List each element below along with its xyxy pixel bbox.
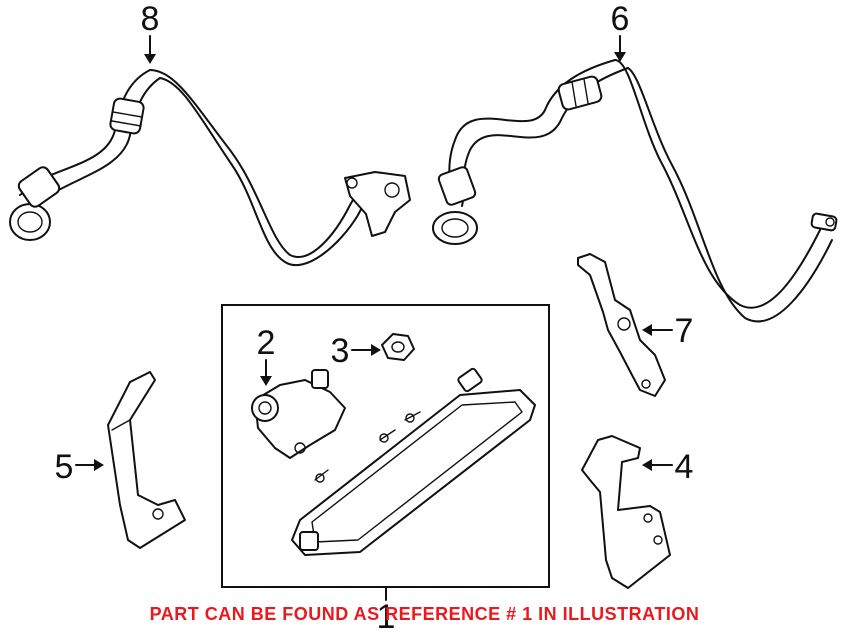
callout-7: 7 <box>642 312 693 350</box>
hose-8-clamp <box>109 97 145 135</box>
callout-number-6: 6 <box>611 0 630 38</box>
hose-6-clamp <box>557 75 603 111</box>
nut-part-3 <box>381 333 415 361</box>
reference-box <box>221 304 550 588</box>
callout-number-1: 1 <box>377 598 396 633</box>
bracket-part-7 <box>577 253 666 397</box>
callout-1: 1 <box>377 587 396 633</box>
callout-2: 2 <box>257 324 276 386</box>
callout-5: 5 <box>55 448 104 486</box>
callout-4: 4 <box>642 448 693 486</box>
hose-8-connector-left <box>9 166 61 241</box>
callout-number-2: 2 <box>257 324 276 362</box>
bracket-part-5 <box>107 371 186 549</box>
bracket-part-4 <box>581 435 671 589</box>
callout-number-7: 7 <box>675 312 694 350</box>
reference-notice: PART CAN BE FOUND AS REFERENCE # 1 IN IL… <box>149 604 700 624</box>
hose-6-end-fitting <box>810 212 838 232</box>
callout-number-4: 4 <box>675 448 694 486</box>
water-pump-part-2 <box>251 369 346 459</box>
oil-cooler-part-1 <box>291 367 536 556</box>
callout-3: 3 <box>331 332 381 370</box>
hose-part-6 <box>432 59 838 323</box>
callout-8: 8 <box>141 0 160 64</box>
callout-number-5: 5 <box>55 448 74 486</box>
hose-part-8 <box>9 69 411 267</box>
hose-8-bracket <box>344 171 411 237</box>
callout-number-3: 3 <box>331 332 350 370</box>
callout-6: 6 <box>611 0 630 62</box>
callout-number-8: 8 <box>141 0 160 38</box>
hose-6-connector-left <box>432 166 478 245</box>
